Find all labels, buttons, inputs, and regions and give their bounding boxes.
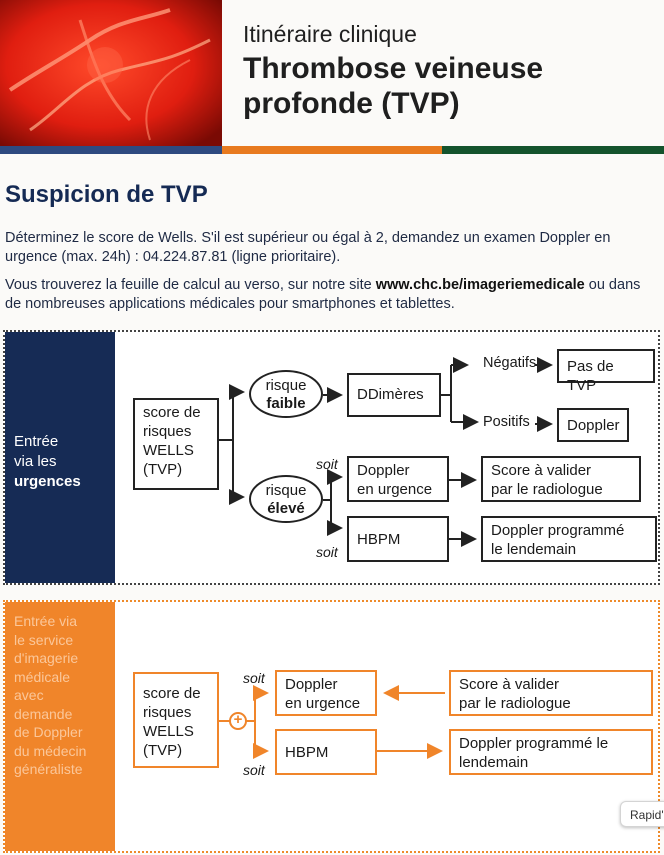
hbpm-box: HBPM xyxy=(347,516,449,562)
box-line: par le radiologue xyxy=(491,481,603,498)
box-line: par le radiologue xyxy=(459,695,571,712)
box-line: Doppler xyxy=(285,676,338,693)
side-line: via les xyxy=(14,453,57,470)
side-line-bold: urgences xyxy=(14,473,81,490)
risk-low-oval: risque faible xyxy=(249,370,323,418)
score-line: risques xyxy=(143,704,192,721)
score-wells-box: score de risques WELLS (TVP) xyxy=(133,672,219,768)
pas-de-tvp-box: Pas de TVP xyxy=(557,349,655,394)
imagerie-side-label: Entrée via le service d'imagerie médical… xyxy=(14,612,86,779)
score-valider-box: Score à valider par le radiologue xyxy=(481,456,641,502)
box-line: Doppler programmé le xyxy=(459,735,609,752)
risk-label: risque xyxy=(265,377,307,394)
side-line: médicale xyxy=(14,668,71,685)
soit-label: soit xyxy=(316,456,338,472)
side-line: de Doppler xyxy=(14,724,83,740)
score-line: risques xyxy=(143,423,192,440)
score-line: WELLS xyxy=(143,723,194,740)
box-line: Doppler xyxy=(357,462,410,479)
score-line: (TVP) xyxy=(143,461,183,478)
color-bar-navy xyxy=(0,146,222,154)
imagerie-sidebar: Entrée via le service d'imagerie médical… xyxy=(5,602,115,851)
side-line: avec xyxy=(14,687,44,703)
header-title-line1: Thrombose veineuse xyxy=(243,52,544,85)
soit-label: soit xyxy=(316,544,338,560)
header-subtitle: Itinéraire clinique xyxy=(243,21,417,47)
side-line: demande xyxy=(14,705,73,722)
urgences-sidebar: Entrée via les urgences xyxy=(5,332,115,583)
risk-level: élevé xyxy=(267,500,305,517)
intro-paragraph: Déterminez le score de Wells. S'il est s… xyxy=(5,230,611,265)
side-line: du médecin xyxy=(14,742,87,759)
risk-label: risque xyxy=(265,482,307,499)
score-line: (TVP) xyxy=(143,742,183,759)
imagerie-connectors xyxy=(219,602,445,759)
risk-level: faible xyxy=(266,395,306,412)
ddimeres-box: DDimères xyxy=(347,373,441,417)
doppler-programme-box: Doppler programmé le lendemain xyxy=(481,516,657,562)
doppler-urgence-box: Doppler en urgence xyxy=(347,456,449,502)
box-line: Score à valider xyxy=(491,462,592,479)
side-line: généraliste xyxy=(14,761,83,777)
urgences-connectors xyxy=(219,332,553,547)
website-link[interactable]: www.chc.be/imageriemedicale xyxy=(375,277,585,293)
urgences-panel: Entrée via les urgences score de risques xyxy=(3,330,660,585)
soit-label: soit xyxy=(243,762,265,778)
color-bar-green xyxy=(442,146,664,154)
side-line: Entrée via xyxy=(14,613,78,629)
risk-high-oval: risque élevé xyxy=(249,475,323,523)
section-heading: Suspicion de TVP xyxy=(5,181,208,208)
negatifs-label: Négatifs xyxy=(483,355,537,371)
hbpm-box: HBPM xyxy=(275,729,377,775)
urgences-side-label: Entrée via les urgences xyxy=(14,432,81,492)
rapid-popup[interactable]: Rapid' xyxy=(620,801,664,827)
box-line: Doppler programmé xyxy=(491,522,625,539)
side-line: Entrée xyxy=(14,433,59,450)
score-line: score de xyxy=(143,685,201,702)
header-image xyxy=(0,0,222,146)
box-line: en urgence xyxy=(285,695,361,712)
info-paragraph: Vous trouverez la feuille de calcul au v… xyxy=(5,276,655,314)
color-bar-orange xyxy=(222,146,442,154)
side-line: le service xyxy=(14,631,74,648)
box-line: le lendemain xyxy=(491,541,577,558)
score-line: score de xyxy=(143,404,201,421)
side-line: d'imagerie xyxy=(14,650,79,666)
doppler-programme-box: Doppler programmé le lendemain xyxy=(449,729,653,775)
score-line: WELLS xyxy=(143,442,194,459)
doppler-box: Doppler xyxy=(557,408,629,442)
score-valider-box: Score à valider par le radiologue xyxy=(449,670,653,716)
soit-label: soit xyxy=(243,670,265,686)
imagerie-panel: Entrée via le service d'imagerie médical… xyxy=(3,600,660,853)
positifs-label: Positifs xyxy=(483,414,530,430)
info-text-before: Vous trouverez la feuille de calcul au v… xyxy=(5,277,376,293)
score-wells-box: score de risques WELLS (TVP) xyxy=(133,398,219,490)
header-title: Itinéraire clinique Thrombose veineuse p… xyxy=(243,20,543,121)
box-line: lendemain xyxy=(459,754,529,771)
info-text-after: ou dans de nombreuses applications médic… xyxy=(5,277,641,312)
header-title-line2: profonde (TVP) xyxy=(243,87,460,120)
box-line: en urgence xyxy=(357,481,433,498)
plus-icon: + xyxy=(233,711,243,728)
box-line: Score à valider xyxy=(459,676,560,693)
doppler-urgence-box: Doppler en urgence xyxy=(275,670,377,716)
